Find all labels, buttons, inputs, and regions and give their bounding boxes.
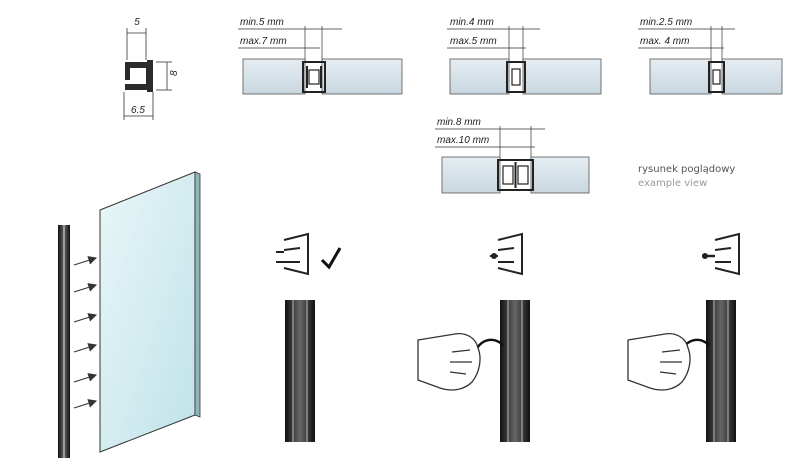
profile-view-2	[500, 300, 530, 442]
caption-english: example view	[638, 178, 707, 189]
caption-polish: rysunek poglądowy	[638, 164, 735, 175]
dim-bottom-width: 6.5	[131, 105, 145, 116]
profile-view-3	[706, 300, 736, 442]
dim-top-width: 5	[134, 17, 140, 28]
dim-height: 8	[169, 70, 180, 76]
gap-1-min: min.5 mm	[240, 17, 284, 28]
hand-icon	[627, 332, 691, 391]
gap-detail-1: min.5 mm max.7 mm	[238, 17, 403, 95]
step-2	[417, 232, 530, 442]
gap-detail-4: min.8 mm max.10 mm	[435, 117, 590, 194]
gap-2-max: max.5 mm	[450, 36, 497, 47]
gap-detail-2: min.4 mm max.5 mm	[447, 17, 602, 95]
step-3	[627, 232, 740, 442]
gap-4-min: min.8 mm	[437, 117, 481, 128]
arrow-icon	[73, 256, 98, 409]
gap-3-min: min.2.5 mm	[640, 17, 692, 28]
gap-2-min: min.4 mm	[450, 17, 494, 28]
gap-detail-3: min.2.5 mm max. 4 mm	[638, 17, 783, 95]
checkmark-icon	[320, 247, 342, 270]
hand-icon	[417, 332, 481, 391]
profile-dimension-drawing: 5 8 6.5	[123, 17, 180, 120]
glass-panel	[99, 171, 196, 453]
gap-3-max: max. 4 mm	[640, 36, 689, 47]
gap-1-max: max.7 mm	[240, 36, 287, 47]
gap-4-max: max.10 mm	[437, 135, 489, 146]
step-1	[276, 232, 342, 442]
left-assembly	[58, 171, 201, 458]
profile-view-1	[285, 300, 315, 442]
